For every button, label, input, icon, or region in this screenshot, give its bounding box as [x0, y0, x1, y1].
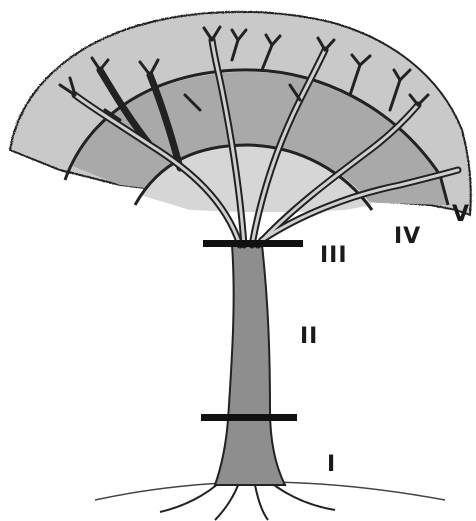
- trunk: [215, 245, 285, 485]
- zone-label-iii: III: [320, 245, 348, 267]
- zone-label-v: V: [452, 204, 470, 226]
- zone-label-ii: II: [300, 326, 318, 348]
- zone-label-iv: IV: [394, 226, 421, 248]
- zone-label-i: I: [327, 454, 336, 476]
- band-bottom: [201, 414, 297, 421]
- band-top: [203, 240, 303, 247]
